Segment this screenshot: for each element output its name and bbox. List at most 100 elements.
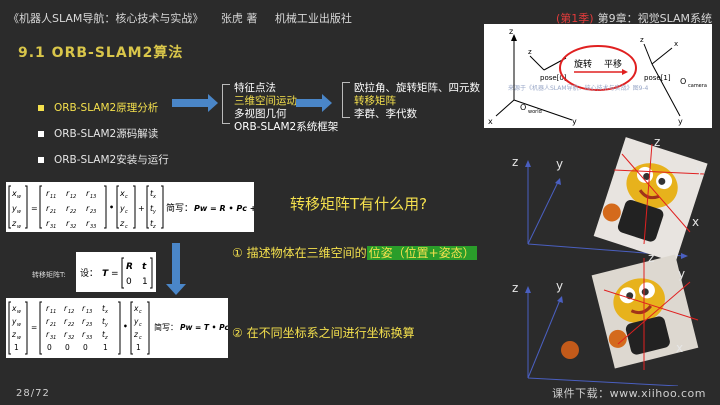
header-right: (第1季)第9章：视觉SLAM系统 — [556, 10, 712, 26]
menu-item-install[interactable]: ORB-SLAM2安装与运行 — [38, 152, 169, 167]
svg-text:z: z — [133, 330, 139, 339]
topic-list: 特征点法 三维空间运动 多视图几何 ORB-SLAM2系统框架 — [234, 82, 338, 134]
svg-text:t: t — [150, 189, 154, 198]
svg-text:w: w — [17, 224, 22, 230]
header-left: 《机器人SLAM导航：核心技术与实战》 张虎 著 机械工业出版社 — [8, 10, 366, 26]
svg-text:t: t — [102, 304, 106, 313]
transfer-matrix-label: 转移矩阵T: — [32, 271, 66, 279]
svg-text:t: t — [102, 317, 106, 326]
camera-origin-label: O — [680, 77, 686, 86]
point-2: ② 在不同坐标系之间进行坐标换算 — [232, 326, 415, 340]
svg-text:y: y — [11, 204, 17, 213]
menu-item-principle[interactable]: ORB-SLAM2原理分析 — [38, 100, 158, 115]
upper-local-z-label: z — [654, 135, 660, 149]
chapter-title: 第9章：视觉SLAM系统 — [597, 12, 712, 25]
publisher: 机械工业出版社 — [274, 12, 352, 25]
svg-text:0: 0 — [65, 343, 70, 352]
bullet-icon — [38, 157, 44, 163]
lower-y-label: y — [556, 279, 563, 293]
book-title: 《机器人SLAM导航：核心技术与实战》 — [8, 12, 204, 25]
cam0-z-label: z — [528, 48, 532, 56]
svg-text:c: c — [125, 209, 128, 215]
svg-text:+: + — [138, 204, 145, 213]
point-1-highlight: 位姿（位置+姿态） — [366, 246, 477, 260]
svg-text:32: 32 — [68, 335, 74, 341]
upper-local-x-label: x — [692, 215, 699, 229]
svg-text:w: w — [17, 194, 22, 200]
svg-text:=: = — [31, 323, 37, 332]
pose1-label: pose[1] — [644, 74, 671, 82]
svg-text:R: R — [126, 262, 133, 272]
svg-text:r: r — [66, 189, 70, 198]
svg-text:32: 32 — [70, 224, 76, 230]
coordinate-illustration-svg: z y x z y x z y — [512, 135, 708, 387]
pose-diagram: z x y O world z pose[0] 旋转 平移 z x pose[1… — [484, 24, 712, 128]
svg-text:1: 1 — [103, 343, 108, 352]
svg-text:•: • — [123, 322, 128, 331]
subtopic-list: 欧拉角、旋转矩阵、四元数 转移矩阵 李群、李代数 — [354, 82, 480, 121]
svg-text:13: 13 — [86, 309, 92, 315]
toy-image-lower — [591, 254, 699, 369]
svg-text:31: 31 — [50, 224, 56, 230]
lower-local-y-label: y — [678, 267, 685, 281]
svg-text:r: r — [46, 304, 50, 313]
svg-text:11: 11 — [50, 194, 56, 200]
set-label: 设： — [80, 268, 98, 279]
menu-item-source[interactable]: ORB-SLAM2源码解读 — [38, 126, 158, 141]
topic-item: 多视图几何 — [234, 108, 287, 120]
svg-text:r: r — [46, 219, 50, 228]
svg-text:=: = — [31, 204, 38, 213]
svg-text:11: 11 — [50, 309, 56, 315]
svg-text:t: t — [102, 330, 106, 339]
arrow-right-icon — [296, 94, 332, 112]
section-title: 9.1 ORB-SLAM2算法 — [18, 45, 184, 61]
svg-text:w: w — [17, 335, 22, 341]
eq2-formula: Pw = T • Pc — [180, 323, 228, 332]
world-origin-sub: world — [528, 109, 542, 115]
svg-text:z: z — [11, 219, 17, 228]
pose-diagram-svg: z x y O world z pose[0] 旋转 平移 z x pose[1… — [488, 27, 707, 126]
question-text: 转移矩阵T有什么用? — [290, 195, 428, 213]
svg-text:1: 1 — [14, 343, 19, 352]
svg-text:y: y — [119, 204, 125, 213]
svg-text:w: w — [17, 309, 22, 315]
svg-text:y: y — [104, 322, 109, 328]
world-x-label: x — [488, 117, 493, 126]
svg-text:13: 13 — [90, 194, 96, 200]
svg-text:x: x — [119, 189, 125, 198]
topic-item: ORB-SLAM2系统框架 — [234, 121, 339, 133]
lower-local-x-label: x — [676, 341, 683, 355]
svg-text:23: 23 — [90, 209, 96, 215]
camera-y-label: y — [678, 117, 683, 126]
svg-text:r: r — [82, 330, 86, 339]
svg-text:1: 1 — [142, 277, 148, 287]
svg-text:r: r — [64, 304, 68, 313]
svg-text:z: z — [152, 224, 156, 230]
svg-text:x: x — [104, 309, 108, 315]
topic-item: 特征点法 — [234, 82, 276, 94]
lower-local-z-label: z — [648, 251, 654, 265]
point-1: ① 描述物体在三维空间的位姿（位置+姿态） — [232, 244, 477, 261]
svg-text:y: y — [11, 317, 17, 326]
header-bar: 《机器人SLAM导航：核心技术与实战》 张虎 著 机械工业出版社 (第1季)第9… — [0, 0, 720, 34]
svg-text:23: 23 — [86, 322, 92, 328]
svg-text:t: t — [150, 219, 154, 228]
download-link[interactable]: 课件下载：www.xiihoo.com — [552, 387, 706, 400]
svg-text:z: z — [104, 335, 108, 341]
svg-text:0: 0 — [83, 343, 88, 352]
svg-text:z: z — [11, 330, 17, 339]
episode-label: (第1季) — [556, 12, 594, 25]
svg-text:1: 1 — [136, 343, 141, 352]
svg-text:0: 0 — [126, 277, 132, 287]
lower-z-label: z — [512, 281, 518, 295]
subtopic-item: 李群、李代数 — [354, 108, 417, 120]
svg-text:r: r — [64, 317, 68, 326]
subtopic-item-active: 转移矩阵 — [354, 95, 396, 107]
svg-text:c: c — [139, 322, 142, 328]
arrow-down-icon — [166, 243, 186, 295]
svg-text:x: x — [152, 194, 156, 200]
page-number: 28/72 — [16, 388, 50, 399]
equation-T-svg: 设： T = R t 0 1 — [80, 257, 153, 289]
